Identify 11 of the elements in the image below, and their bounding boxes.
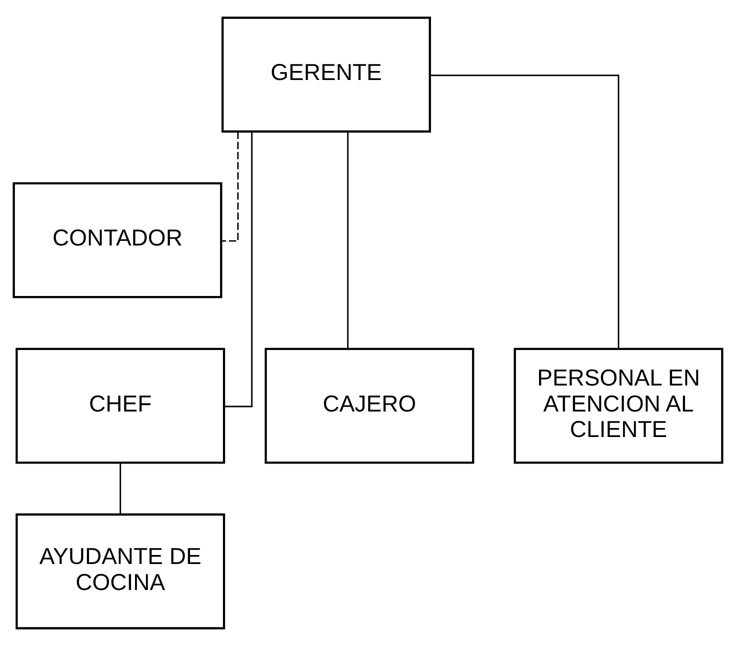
connector [120, 462, 122, 514]
node-box: PERSONAL EN ATENCION AL CLIENTE [514, 347, 724, 464]
connector [347, 131, 349, 348]
node-box: AYUDANTE DE COCINA [16, 512, 226, 629]
node-box: GERENTE [222, 16, 431, 132]
connector [224, 131, 253, 407]
node-box: CHEF [16, 347, 226, 464]
node-box: CONTADOR [12, 182, 222, 298]
node-box: CAJERO [264, 347, 474, 464]
connector [430, 74, 620, 348]
connector [221, 131, 239, 242]
